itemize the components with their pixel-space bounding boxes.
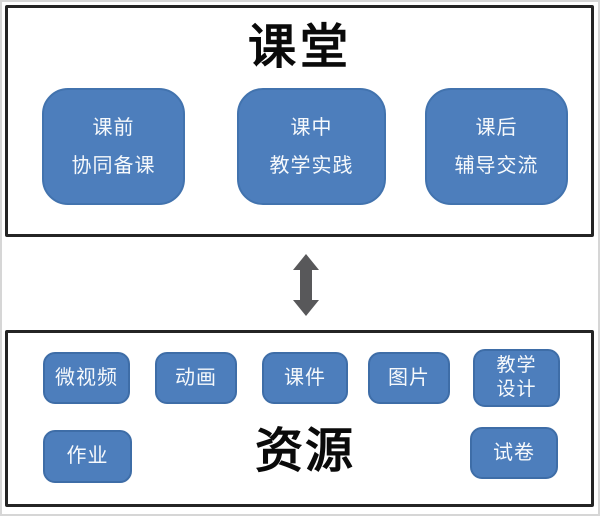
stage-box-after-class: 课后 辅导交流 [425, 88, 568, 205]
classroom-title: 课堂 [247, 21, 352, 74]
resource-box-line1: 教学 [496, 355, 537, 377]
stage-box-before-class: 课前 协同备课 [42, 88, 185, 205]
resource-box-label: 动画 [175, 366, 217, 389]
stage-box-line1: 课后 [475, 116, 518, 139]
resource-box-homework: 作业 [43, 430, 132, 483]
resource-box-teaching-design: 教学 设计 [473, 349, 560, 407]
resource-box-micro-video: 微视频 [43, 352, 130, 404]
stage-box-line2: 教学实践 [269, 154, 354, 177]
resource-box-label: 微视频 [55, 366, 118, 389]
resource-box-animation: 动画 [155, 352, 237, 404]
resource-box-line2: 设计 [496, 379, 537, 400]
stage-box-line1: 课前 [92, 116, 135, 139]
vertical-double-arrow-icon [293, 254, 319, 316]
resource-box-pictures: 图片 [368, 352, 450, 404]
stage-box-line2: 协同备课 [71, 154, 156, 177]
resource-box-courseware: 课件 [262, 352, 348, 404]
stage-box-during-class: 课中 教学实践 [237, 88, 386, 205]
stage-box-line1: 课中 [290, 116, 333, 139]
resource-box-test-paper: 试卷 [470, 427, 558, 479]
resource-box-label: 作业 [66, 445, 109, 467]
stage-box-line2: 辅导交流 [454, 154, 539, 177]
resource-box-label: 图片 [388, 366, 430, 389]
resource-box-label: 课件 [284, 366, 326, 389]
resource-box-label: 试卷 [493, 441, 535, 464]
resources-title: 资源 [254, 425, 355, 478]
